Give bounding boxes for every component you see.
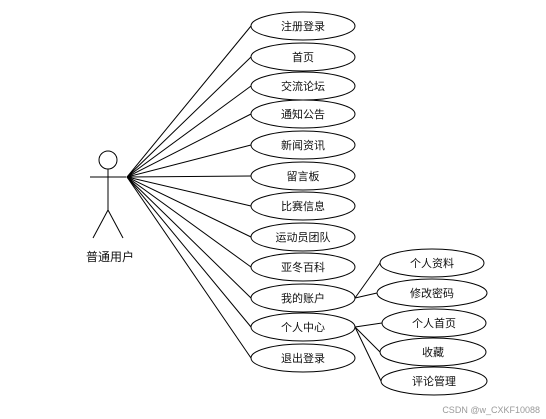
use-case-register-login[interactable]: 注册登录 [250,11,356,41]
sub-use-case-ellipse [379,248,485,278]
sub-use-case-personal-info[interactable]: 个人资料 [379,248,485,278]
use-case-label: 我的账户 [281,291,325,305]
sub-use-case-label: 收藏 [422,345,444,359]
use-case-logout[interactable]: 退出登录 [250,343,356,373]
sub-use-case-comment-management[interactable]: 评论管理 [380,366,488,396]
actor-left-leg [92,209,109,239]
association-line-my-account [126,176,252,299]
use-case-ellipse [250,130,356,160]
use-case-ellipse [250,312,356,342]
sub-use-case-label: 个人首页 [412,316,456,330]
association-line-message-board [126,175,252,178]
use-case-ellipse [250,343,356,373]
use-case-ellipse [250,222,356,252]
association-line-athlete-team [126,176,252,238]
sub-use-case-change-password[interactable]: 修改密码 [376,278,488,308]
use-case-label: 退出登录 [281,351,325,365]
use-case-ellipse [250,42,356,72]
association-line-personal-center [126,176,252,328]
use-case-label: 亚冬百科 [281,260,325,274]
sub-association-line-personal-info [354,262,381,299]
use-case-ellipse [250,191,356,221]
use-case-label: 个人中心 [281,321,325,334]
use-case-ellipse [250,283,356,313]
use-case-label: 新闻资讯 [281,138,325,152]
sub-association-line-change-password [354,292,378,299]
association-line-competition-info [126,176,252,207]
use-case-competition-info[interactable]: 比赛信息 [250,191,356,221]
use-case-ellipse [250,252,356,282]
sub-use-case-ellipse [380,366,488,396]
use-case-label: 首页 [292,50,314,64]
use-case-nodes: 注册登录首页交流论坛通知公告新闻资讯留言板比赛信息运动员团队亚冬百科我的账户个人… [250,11,356,373]
sub-association-line-favorites [354,326,381,353]
actor-head [98,150,118,170]
use-case-home[interactable]: 首页 [250,42,356,72]
association-line-register-login [126,25,252,178]
association-line-news [126,144,252,178]
actor-label: 普通用户 [86,249,134,264]
association-line-home [126,56,252,178]
use-case-asian-winter-encyclopedia[interactable]: 亚冬百科 [250,252,356,282]
csdn-watermark: CSDN @w_CXKF10088 [442,405,540,415]
actor-right-leg [107,209,124,239]
use-case-label: 注册登录 [281,19,325,33]
use-case-label: 留言板 [287,169,320,183]
use-case-ellipse [250,99,356,129]
sub-use-case-ellipse [379,337,487,367]
use-case-forum[interactable]: 交流论坛 [250,71,356,101]
use-case-label: 比赛信息 [281,199,325,213]
use-case-label: 运动员团队 [276,230,331,244]
sub-use-case-ellipse [376,278,488,308]
sub-use-case-ellipse [381,308,487,338]
sub-use-case-label: 个人资料 [410,256,454,270]
use-case-ellipse [250,161,356,191]
sub-use-case-label: 评论管理 [412,374,456,388]
use-case-ellipse [250,11,356,41]
use-case-message-board[interactable]: 留言板 [250,161,356,191]
sub-use-case-favorites[interactable]: 收藏 [379,337,487,367]
sub-use-case-label: 修改密码 [410,286,454,300]
association-line-forum [126,85,252,178]
use-case-news[interactable]: 新闻资讯 [250,130,356,160]
association-line-announcement [126,113,252,178]
use-case-personal-center[interactable]: 个人中心 [250,312,356,342]
use-case-label: 通知公告 [281,107,325,121]
association-lines [126,25,383,382]
association-line-logout [126,176,252,359]
sub-association-line-personal-homepage [354,322,383,328]
sub-use-case-personal-homepage[interactable]: 个人首页 [381,308,487,338]
use-case-athlete-team[interactable]: 运动员团队 [250,222,356,252]
sub-association-line-comment-management [354,326,382,382]
use-case-label: 交流论坛 [281,79,325,93]
use-case-announcement[interactable]: 通知公告 [250,99,356,129]
use-case-my-account[interactable]: 我的账户 [250,283,356,313]
association-line-asian-winter-encyclopedia [126,176,252,268]
actor-figure: 普通用户 [86,150,134,264]
